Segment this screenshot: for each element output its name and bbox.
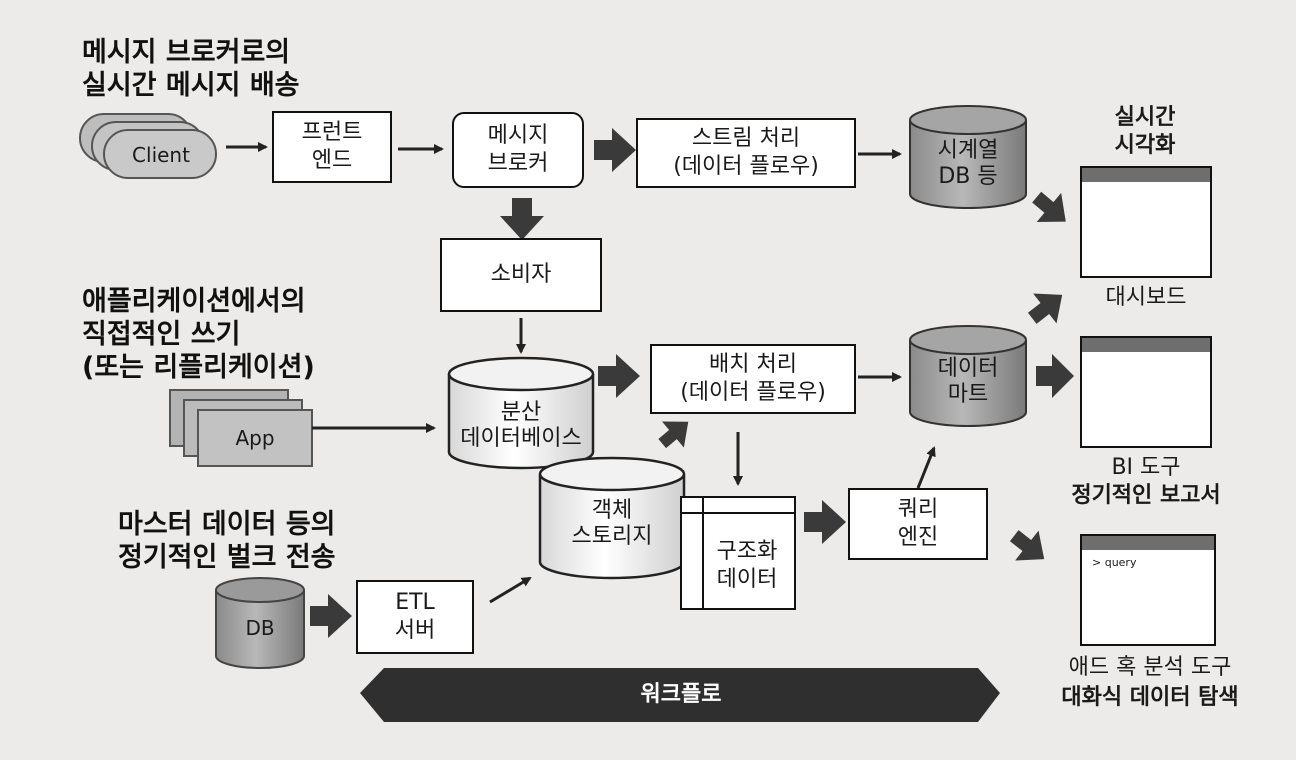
timeseries-label-line: 시계열 xyxy=(937,138,999,163)
structured-data-box[interactable]: 구조화 데이터 xyxy=(680,496,796,610)
stream-label-line: 스트림 처리 xyxy=(691,126,801,151)
workflow-banner xyxy=(360,668,1000,722)
object-storage-label: 객체 스토리지 xyxy=(540,494,684,554)
realtime-title-line: 실시간 xyxy=(1114,105,1176,130)
heading-bulk: 마스터 데이터 등의 정기적인 벌크 전송 xyxy=(118,508,336,574)
window-titlebar xyxy=(1082,338,1210,352)
timeseries-label-line: DB 등 xyxy=(938,164,998,189)
distributed-db-label-line: 데이터베이스 xyxy=(460,426,582,451)
object-storage-label-line: 객체 xyxy=(591,498,633,523)
frontend-label-line: 프런트 xyxy=(301,120,363,145)
consumer-box[interactable]: 소비자 xyxy=(440,238,602,312)
heading-line: 메시지 브로커로의 xyxy=(82,37,291,68)
bi-tool-window[interactable] xyxy=(1080,336,1212,448)
window-titlebar xyxy=(1082,536,1214,550)
adhoc-tool-window[interactable]: > query xyxy=(1080,534,1216,646)
message-broker-box[interactable]: 메시지 브로커 xyxy=(452,112,584,188)
heading-line: 실시간 메시지 배송 xyxy=(82,70,300,101)
data-mart-label-line: 마트 xyxy=(947,382,989,407)
broker-label-line: 브로커 xyxy=(487,151,549,176)
structured-label-line: 데이터 xyxy=(716,567,778,592)
data-mart-label: 데이터 마트 xyxy=(910,354,1026,410)
object-storage-label-line: 스토리지 xyxy=(571,524,653,549)
arrow-tsdb-to-dashboard xyxy=(1032,191,1066,222)
db-label: DB xyxy=(245,616,275,640)
broker-label-line: 메시지 xyxy=(487,123,549,148)
query-engine-label-line: 엔진 xyxy=(897,525,939,550)
object-storage-cylinder-icon xyxy=(538,456,686,580)
query-prompt: > query xyxy=(1092,556,1137,569)
thin-arrows xyxy=(226,142,936,604)
etl-label-line: 서버 xyxy=(394,618,436,643)
adhoc-tool-label: 애드 혹 분석 도구 xyxy=(1068,655,1232,680)
frontend-box[interactable]: 프런트 엔드 xyxy=(272,111,392,183)
heading-line: (또는 리플리케이션) xyxy=(82,352,315,383)
heading-line: 마스터 데이터 등의 xyxy=(118,509,336,540)
etl-label-line: ETL xyxy=(395,590,435,615)
batch-processing-box[interactable]: 배치 처리 (데이터 플로우) xyxy=(650,344,856,414)
workflow-label: 워크플로 xyxy=(640,682,722,707)
batch-label-line: (데이터 플로우) xyxy=(680,380,826,405)
frontend-label-line: 엔드 xyxy=(311,148,353,173)
batch-label-line: 배치 처리 xyxy=(709,352,797,377)
heading-direct-write: 애플리케이션에서의 직접적인 쓰기 (또는 리플리케이션) xyxy=(82,285,315,384)
consumer-label: 소비자 xyxy=(490,262,552,287)
timeseries-db-label: 시계열 DB 등 xyxy=(910,136,1026,192)
structured-margin-line xyxy=(702,498,704,608)
block-arrows xyxy=(310,128,1074,638)
app-label: App xyxy=(235,426,275,450)
structured-header-line xyxy=(682,512,794,514)
heading-realtime: 메시지 브로커로의 실시간 메시지 배송 xyxy=(82,36,300,102)
interactive-exploration-label: 대화식 데이터 탐색 xyxy=(1061,685,1239,710)
dashboard-window[interactable] xyxy=(1080,166,1212,278)
query-engine-label-line: 쿼리 xyxy=(897,497,939,522)
stream-processing-box[interactable]: 스트림 처리 (데이터 플로우) xyxy=(636,118,856,188)
distributed-db-label: 분산 데이터베이스 xyxy=(449,396,593,456)
timeseries-db-cylinder-icon xyxy=(909,105,1027,209)
arrow-objstorage-to-batch xyxy=(658,421,689,449)
client-stack-icon xyxy=(79,113,217,179)
etl-server-box[interactable]: ETL 서버 xyxy=(356,580,474,654)
arrow-datamart-to-dashboard xyxy=(1027,293,1063,324)
data-mart-label-line: 데이터 xyxy=(937,356,999,381)
bi-tool-label: BI 도구 xyxy=(1111,455,1181,480)
heading-line: 애플리케이션에서의 xyxy=(82,286,306,317)
distributed-db-cylinder-icon xyxy=(447,356,595,470)
distributed-db-label-line: 분산 xyxy=(500,400,542,425)
periodic-report-label: 정기적인 보고서 xyxy=(1071,483,1221,508)
realtime-title-line: 시각화 xyxy=(1114,133,1176,158)
stream-label-line: (데이터 플로우) xyxy=(673,154,819,179)
dashboard-label: 대시보드 xyxy=(1105,285,1187,310)
db-cylinder-icon xyxy=(215,577,305,669)
arrow-query-to-adhoc xyxy=(1009,530,1045,561)
query-engine-box[interactable]: 쿼리 엔진 xyxy=(848,488,988,560)
heading-line: 직접적인 쓰기 xyxy=(82,319,241,350)
client-label: Client xyxy=(132,143,190,167)
window-titlebar xyxy=(1082,168,1210,182)
structured-label-line: 구조화 xyxy=(716,539,778,564)
data-mart-cylinder-icon xyxy=(909,325,1027,427)
heading-line: 정기적인 벌크 전송 xyxy=(118,542,336,573)
app-stack-icon xyxy=(169,389,313,467)
realtime-viz-title: 실시간 시각화 xyxy=(1090,104,1200,160)
